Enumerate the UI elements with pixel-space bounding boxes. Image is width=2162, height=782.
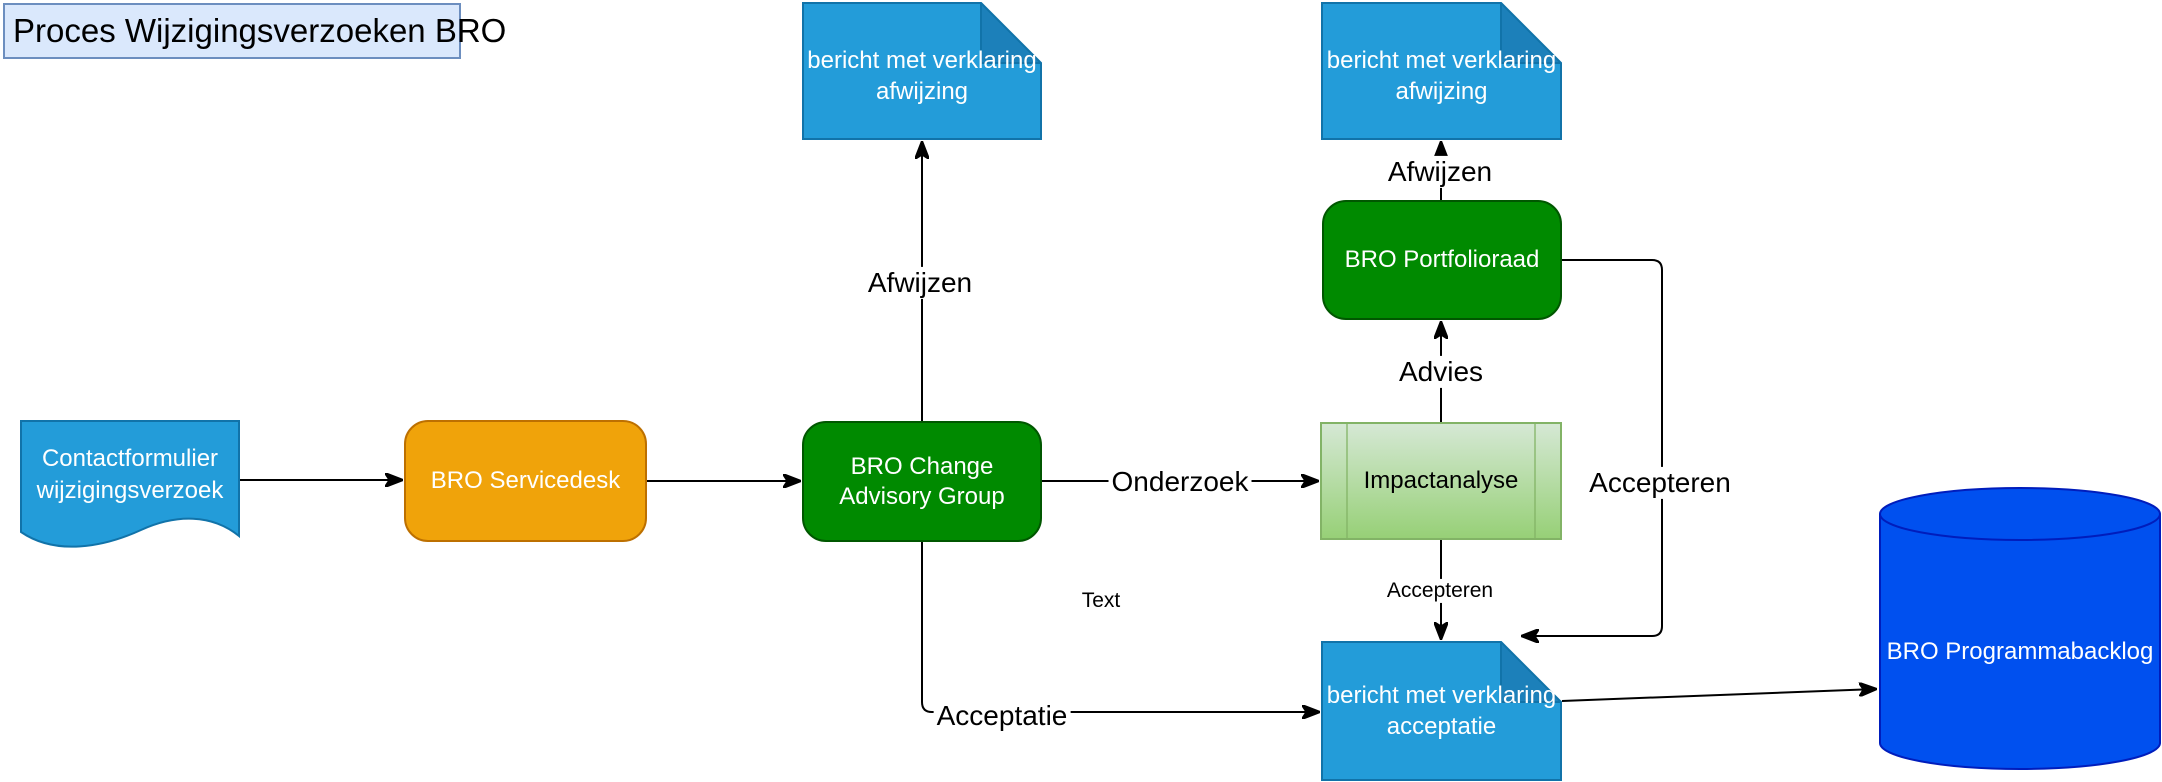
edge-label-accepteren-portfolioraad[interactable]: Accepteren — [1586, 466, 1734, 500]
database-cylinder-shape — [1879, 487, 2161, 770]
node-bericht-afwijzing-cag[interactable]: bericht met verklaring afwijzing — [802, 2, 1042, 140]
process-bar-right — [1534, 424, 1536, 538]
node-label: Impactanalyse — [1363, 467, 1519, 494]
edge-label-onderzoek[interactable]: Onderzoek — [1108, 465, 1252, 499]
node-label: BRO Programmabacklog — [1886, 637, 2154, 665]
node-portfolioraad[interactable]: BRO Portfolioraad — [1322, 200, 1562, 320]
node-impactanalyse[interactable]: Impactanalyse — [1320, 422, 1562, 540]
process-bar-left — [1346, 424, 1348, 538]
node-label: bericht met verklaring acceptatie — [1326, 681, 1557, 740]
node-label: bericht met verklaring afwijzing — [807, 46, 1037, 105]
edge-label-afwijzen-portfolioraad[interactable]: Afwijzen — [1384, 155, 1496, 189]
edge-label-advies[interactable]: Advies — [1395, 355, 1487, 389]
edge-bericht-acceptatie-to-programmabacklog[interactable] — [1561, 689, 1876, 702]
node-bericht-acceptatie[interactable]: bericht met verklaring acceptatie — [1321, 641, 1562, 781]
node-contactformulier[interactable]: Contactformulier wijzigingsverzoek — [20, 420, 240, 555]
node-programmabacklog[interactable]: BRO Programmabacklog — [1878, 486, 2162, 771]
edge-label-accepteren-impactanalyse[interactable]: Accepteren — [1383, 578, 1497, 604]
node-bericht-afwijzing-portfolioraad[interactable]: bericht met verklaring afwijzing — [1321, 2, 1562, 140]
node-label: BRO Change Advisory Group — [839, 452, 1005, 510]
diagram-title[interactable]: Proces Wijzigingsverzoeken BRO — [3, 3, 506, 59]
note-shape — [1321, 641, 1562, 781]
diagram-title-label: Proces Wijzigingsverzoeken BRO — [13, 12, 507, 49]
node-change-advisory-group[interactable]: BRO Change Advisory Group — [802, 421, 1042, 542]
node-label: Contactformulier wijzigingsverzoek — [36, 445, 224, 504]
node-label: bericht met verklaring afwijzing — [1326, 46, 1557, 105]
node-servicedesk[interactable]: BRO Servicedesk — [404, 420, 647, 542]
note-shape — [1321, 2, 1562, 140]
floating-text-label[interactable]: Text — [1078, 588, 1124, 614]
node-label: BRO Servicedesk — [430, 467, 621, 494]
document-shape — [20, 420, 240, 548]
edge-label-acceptatie[interactable]: Acceptatie — [933, 699, 1071, 733]
edge-acceptatie-to-bericht-acceptatie[interactable] — [921, 542, 1319, 712]
note-shape — [802, 2, 1042, 140]
node-label: BRO Portfolioraad — [1344, 246, 1540, 273]
edge-label-afwijzen-cag[interactable]: Afwijzen — [864, 266, 976, 300]
edge-accepteren-portfolioraad-to-bericht-acceptatie[interactable] — [1522, 259, 1663, 636]
